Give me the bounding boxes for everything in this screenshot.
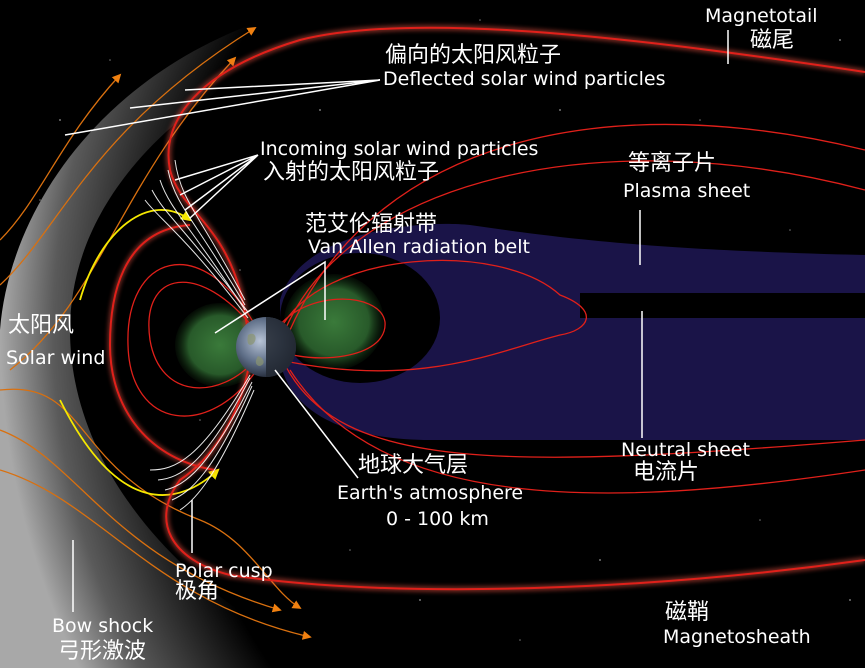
label-deflected-en: Deflected solar wind particles (383, 68, 666, 90)
label-polar-cusp-en: Polar cusp (175, 560, 273, 582)
label-polar-cusp-zh: 极角 (175, 579, 220, 604)
yellow-particle-paths (59, 209, 220, 496)
label-neutral-sheet-zh: 电流片 (633, 460, 700, 485)
label-bow-shock-zh: 弓形激波 (58, 639, 147, 664)
label-van-allen-en: Van Allen radiation belt (308, 236, 530, 258)
magnetic-field-lines (127, 123, 865, 494)
label-atmosphere-range: 0 - 100 km (386, 508, 489, 530)
label-deflected-zh: 偏向的太阳风粒子 (385, 43, 562, 68)
neutral-sheet-gap (580, 293, 865, 318)
label-magnetosheath-zh: 磁鞘 (665, 600, 710, 625)
bow-shock-region (0, 0, 420, 668)
label-incoming-zh: 入射的太阳风粒子 (263, 160, 440, 185)
radiation-belt-left (175, 303, 265, 387)
label-magnetosheath-en: Magnetosheath (663, 626, 811, 648)
label-incoming-en: Incoming solar wind particles (260, 138, 539, 160)
leader-lines (64, 30, 729, 612)
label-solar-wind-en: Solar wind (6, 347, 106, 369)
label-van-allen-zh: 范艾伦辐射带 (305, 212, 438, 237)
label-atmosphere-en: Earth's atmosphere (337, 482, 524, 504)
label-neutral-sheet-en: Neutral sheet (621, 439, 750, 461)
label-magnetotail-en: Magnetotail (705, 5, 818, 27)
polar-cusp-fan-top (144, 159, 249, 319)
radiation-belt-right (284, 274, 384, 370)
label-solar-wind-zh: 太阳风 (8, 313, 75, 338)
label-bow-shock-en: Bow shock (52, 615, 154, 637)
earth-globe-icon (236, 317, 296, 377)
solar-wind-lines (0, 27, 312, 640)
label-atmosphere-zh: 地球大气层 (358, 453, 469, 478)
label-plasma-sheet-zh: 等离子片 (628, 151, 717, 176)
label-plasma-sheet-en: Plasma sheet (623, 180, 751, 202)
label-magnetotail-zh: 磁尾 (750, 28, 795, 53)
polar-cusp-fan-bottom (149, 374, 255, 511)
